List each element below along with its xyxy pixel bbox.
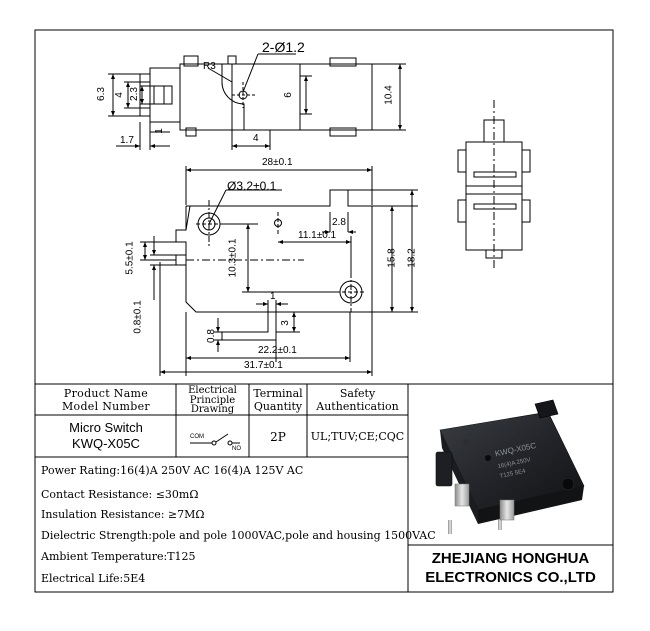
dim-11-1: 11.1±0.1 — [298, 230, 337, 241]
header-principle: Principle — [189, 395, 236, 406]
spec-electrical-life: Electrical Life:5E4 — [41, 572, 146, 585]
dim-3: 3 — [279, 320, 291, 326]
side-view — [457, 100, 531, 270]
no-label: NO — [232, 446, 241, 452]
header-terminal: Terminal — [253, 387, 303, 400]
spec-ambient-temperature: Ambient Temperature:T125 — [41, 550, 196, 563]
company-name-line1: ZHEJIANG HONGHUA — [431, 550, 590, 567]
spec-contact-resistance: Contact Resistance: ≤30mΩ — [41, 488, 199, 501]
dim-6-3: 6.3 — [95, 87, 107, 101]
dim-10-3: 10.3±0.1 — [227, 238, 239, 278]
dim-1-front: 1 — [270, 291, 276, 302]
dim-10-4: 10.4 — [383, 85, 395, 105]
spec-table-grid — [35, 383, 613, 592]
dim-0-8-bottom: 0.8 — [205, 329, 217, 343]
terminal-quantity: 2P — [270, 430, 286, 444]
model-number: KWQ-X05C — [72, 436, 140, 451]
dim-5-5: 5.5±0.1 — [124, 241, 136, 275]
dim-31-7: 31.7±0.1 — [244, 360, 283, 371]
product-name: Micro Switch — [69, 420, 143, 435]
dim-22-2: 22.2±0.1 — [258, 345, 297, 356]
dim-18-2: 18.2 — [406, 248, 418, 268]
top-view-body — [179, 63, 373, 131]
dim-1-7: 1.7 — [120, 135, 134, 146]
dim-mount-hole: Ø3.2±0.1 — [227, 179, 277, 193]
header-safety: Safety — [339, 387, 376, 400]
dim-1-top: 1 — [153, 128, 165, 134]
header-quantity: Quantity — [253, 400, 303, 413]
terminal — [221, 311, 277, 341]
switch-symbol — [190, 433, 240, 446]
header-electrical: Electrical — [188, 385, 237, 396]
dim-15-8: 15.8 — [386, 248, 398, 268]
header-authentication: Authentication — [316, 400, 399, 413]
dim-2-8: 2.8 — [332, 217, 346, 228]
com-label: COM — [190, 434, 204, 440]
dim-28: 28±0.1 — [262, 157, 293, 168]
sheet-border — [34, 29, 614, 593]
spec-power-rating: Power Rating:16(4)A 250V AC 16(4)A 125V … — [41, 464, 304, 477]
hole-callout: 2-Ø1.2 — [262, 39, 305, 55]
dim-4-left: 4 — [113, 92, 125, 98]
certifications: UL;TUV;CE;CQC — [310, 430, 405, 443]
dim-0-8-left: 0.8±0.1 — [132, 300, 144, 334]
top-view — [108, 53, 406, 150]
header-product-name: Product Name — [63, 387, 149, 400]
header-model-number: Model Number — [61, 400, 150, 413]
dim-2-3: 2.3 — [128, 87, 140, 101]
radius-label: R3 — [203, 61, 216, 72]
company-name-line2: ELECTRONICS CO.,LTD — [425, 569, 596, 586]
header-drawing: Drawing — [190, 404, 235, 415]
spec-dielectric-strength: Dielectric Strength:pole and pole 1000VA… — [41, 529, 436, 542]
spec-insulation-resistance: Insulation Resistance: ≥7MΩ — [41, 508, 205, 521]
dim-6: 6 — [282, 92, 294, 98]
front-view — [140, 166, 418, 376]
product-photo — [435, 399, 585, 534]
dim-4-bottom: 4 — [253, 133, 259, 144]
